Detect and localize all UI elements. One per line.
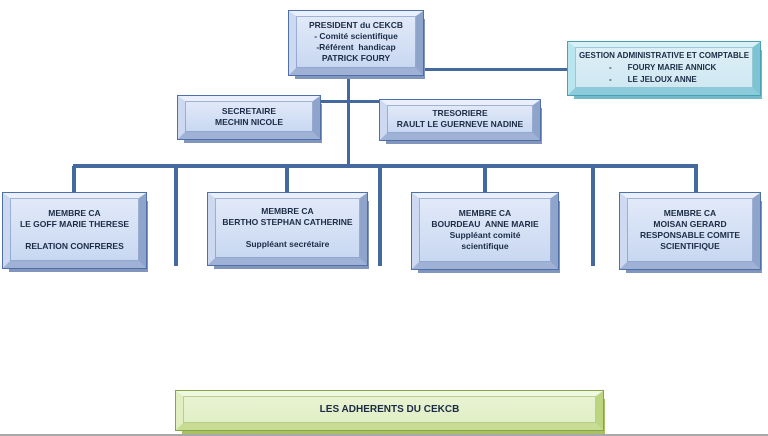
connector-drop-membre1 [72, 166, 76, 194]
node-adherents[interactable]: LES ADHERENTS DU CEKCB [175, 390, 604, 431]
box-line: RELATION CONFRERES [25, 240, 124, 251]
connector-drop-membre3 [483, 166, 487, 194]
box-line: BOURDEAU ANNE MARIE [431, 219, 539, 229]
node-membre-bourdeau[interactable]: MEMBRE CA BOURDEAU ANNE MARIE Suppléant … [411, 192, 559, 270]
node-secretaire[interactable]: SECRETAIRE MECHIN NICOLE [177, 95, 321, 140]
node-membre-bertho[interactable]: MEMBRE CA BERTHO STEPHAN CATHERINE Suppl… [207, 192, 368, 266]
box-line: MEMBRE CA [663, 208, 717, 218]
connector-divider-2 [378, 166, 382, 266]
bullet-dash: - [609, 75, 612, 84]
box-title: GESTION ADMINISTRATIVE ET COMPTABLE [578, 51, 750, 60]
node-tresoriere[interactable]: TRESORIERE RAULT LE GUERNEVE NADINE [379, 99, 541, 141]
box-line: MEMBRE CA [48, 207, 101, 218]
connector-president-gestion [421, 68, 568, 71]
connector-secretaire-tresoriere [318, 100, 382, 103]
box-line: FOURY MARIE ANNICK [627, 63, 717, 72]
box-line: SCIENTIFIQUE [660, 241, 720, 251]
connector-president-trunk [347, 74, 350, 167]
connector-members-bus [73, 164, 698, 168]
box-line: scientifique [461, 241, 509, 251]
box-line: LES ADHERENTS DU CEKCB [319, 404, 460, 415]
page-bottom-edge [0, 434, 768, 436]
node-membre-moisan[interactable]: MEMBRE CA MOISAN GERARD RESPONSABLE COMI… [619, 192, 761, 270]
node-membre-le-goff[interactable]: MEMBRE CA LE GOFF MARIE THERESE RELATION… [2, 192, 147, 269]
list-item: - FOURY MARIE ANNICK [609, 62, 716, 74]
box-line: MEMBRE CA [261, 206, 314, 216]
box-line: - Comité scientifique [314, 31, 398, 41]
node-gestion-administrative[interactable]: GESTION ADMINISTRATIVE ET COMPTABLE - FO… [567, 41, 761, 96]
connector-drop-membre2 [285, 166, 289, 194]
box-line: MOISAN GERARD [653, 219, 727, 229]
node-president[interactable]: PRESIDENT du CEKCB - Comité scientifique… [288, 10, 424, 76]
box-line: TRESORIERE [432, 108, 488, 118]
connector-divider-1 [174, 166, 178, 266]
box-line: SECRETAIRE [221, 105, 277, 116]
box-line: -Référent handicap [316, 42, 396, 52]
box-line: LE GOFF MARIE THERESE [19, 218, 130, 229]
list-item: - LE JELOUX ANNE [609, 74, 697, 86]
box-line: BERTHO STEPHAN CATHERINE [222, 217, 353, 227]
box-line: PRESIDENT du CEKCB [309, 20, 403, 30]
box-line: PATRICK FOURY [321, 53, 391, 63]
box-line: RAULT LE GUERNEVE NADINE [396, 119, 524, 129]
box-line: Suppléant comité [449, 230, 521, 240]
bullet-dash: - [609, 63, 612, 72]
connector-divider-3 [591, 166, 595, 266]
box-line: MECHIN NICOLE [215, 116, 283, 127]
box-line: MEMBRE CA [458, 208, 512, 218]
connector-drop-membre4 [694, 166, 698, 194]
box-line: Suppléant secrétaire [245, 239, 330, 249]
box-line: LE JELOUX ANNE [627, 75, 697, 84]
box-line: RESPONSABLE COMITE [639, 230, 741, 240]
